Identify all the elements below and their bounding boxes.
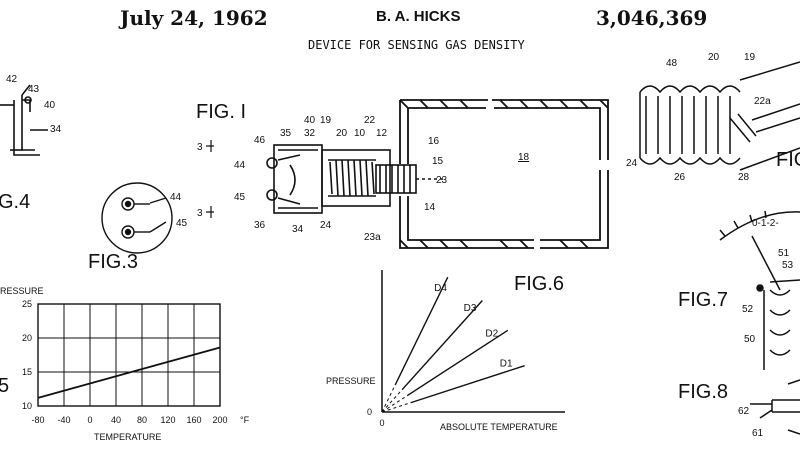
fig1-ref-15: 15 [432, 156, 444, 167]
fig1-housing [266, 144, 446, 214]
fig1-ref-32: 32 [304, 128, 316, 139]
fig8-label: FIG.8 [678, 381, 728, 403]
fig2-ref-24: 24 [626, 158, 638, 169]
fig7-ref-51: 51 [778, 248, 790, 259]
fig5-x-tick-label: -80 [31, 415, 44, 425]
fig4-ref-40: 40 [44, 100, 56, 111]
fig3-ref-44: 44 [170, 192, 182, 203]
fig6-ylabel: PRESSURE [326, 376, 376, 386]
fig1-vessel [399, 99, 609, 249]
fig5-x-tick-label: 200 [212, 415, 227, 425]
fig1-ref-10: 10 [354, 128, 366, 139]
fig4-ref-34: 34 [50, 124, 62, 135]
fig8-ref-61: 61 [752, 428, 764, 439]
fig5-xlabel: TEMPERATURE [94, 432, 161, 442]
fig6-series-label-d4: D4 [434, 283, 447, 294]
fig6-y-tick-label: 0 [367, 407, 372, 417]
fig4-ref-42: 42 [6, 74, 18, 85]
fig2-label: FIG [776, 149, 800, 171]
fig7-ref-53: 53 [782, 260, 794, 271]
fig6-series-label-d1: D1 [500, 358, 513, 369]
fig7-ref-52: 52 [742, 304, 754, 315]
fig7-drawing [719, 210, 800, 370]
patent-title: DEVICE FOR SENSING GAS DENSITY [308, 38, 525, 52]
fig2-ref-19: 19 [744, 52, 756, 63]
fig6-series-line-d3 [401, 300, 483, 391]
fig6-series-line-d3-extrapolated [381, 389, 403, 413]
fig2-ref-48: 48 [666, 58, 678, 69]
fig1-ref-40: 40 [304, 115, 316, 126]
fig5-x-tick-label: 80 [137, 415, 147, 425]
fig5-label: 5 [0, 375, 9, 397]
patent-date: July 24, 1962 [120, 6, 268, 30]
fig6-series-line-d1-extrapolated [381, 402, 411, 413]
fig2-ref-28: 28 [738, 172, 750, 183]
fig1-ref-14: 14 [424, 202, 436, 213]
fig5-y-tick-label: 15 [22, 367, 32, 377]
fig6-series-label-d3: D3 [464, 303, 477, 314]
fig6-series-line-d4 [394, 276, 449, 386]
fig7-label: FIG.7 [678, 289, 728, 311]
fig1-ref-12: 12 [376, 128, 388, 139]
fig4-ref-43: 43 [28, 84, 40, 95]
fig5-x-tick-label: 160 [186, 415, 201, 425]
fig1-ref-24: 24 [320, 220, 332, 231]
fig1-ref-18: 18 [518, 152, 530, 163]
fig5-y-tick-label: 20 [22, 333, 32, 343]
fig1-ref-45: 45 [234, 192, 246, 203]
fig6-xlabel: ABSOLUTE TEMPERATURE [440, 422, 558, 432]
fig1-section-3a: 3 [197, 142, 203, 153]
fig1-section-3b: 3 [197, 208, 203, 219]
fig1-ref-20: 20 [336, 128, 348, 139]
fig4-drawing [0, 84, 48, 156]
fig5-ylabel: PRESSURE [0, 286, 44, 296]
fig3-drawing [101, 182, 173, 254]
fig6-x-tick-label: 0 [379, 418, 384, 428]
fig5-pressure-line [37, 346, 221, 399]
fig2-ref-22a: 22a [754, 96, 771, 107]
fig1-ref-23a: 23a [364, 232, 381, 243]
fig1-label: FIG. I [196, 101, 246, 123]
fig6-series-line-d1 [410, 364, 525, 404]
fig6-series-line-d4-extrapolated [381, 384, 396, 413]
fig5-y-tick-label: 10 [22, 401, 32, 411]
fig6-label: FIG.6 [514, 273, 564, 295]
fig6-series-line-d2 [406, 329, 509, 397]
fig5-x-tick-label: 0 [87, 415, 92, 425]
fig5-y-tick-label: 25 [22, 299, 32, 309]
fig8-drawing [750, 379, 800, 435]
fig1-ref-46: 46 [254, 135, 266, 146]
fig2-ref-20: 20 [708, 52, 720, 63]
fig5-xunit: °F [240, 415, 250, 425]
fig1-ref-22: 22 [364, 115, 376, 126]
fig5-x-tick-label: 120 [160, 415, 175, 425]
inventor-name: B. A. HICKS [376, 8, 461, 25]
fig1-ref-35: 35 [280, 128, 292, 139]
fig8-ref-62: 62 [738, 406, 750, 417]
fig5-x-tick-label: 40 [111, 415, 121, 425]
fig7-dial-scale: 0-1-2- [752, 218, 779, 229]
fig5-x-tick-label: -40 [57, 415, 70, 425]
fig2-drawing [639, 61, 800, 171]
fig1-ref-36: 36 [254, 220, 266, 231]
fig7-ref-50: 50 [744, 334, 756, 345]
patent-number: 3,046,369 [596, 6, 708, 30]
fig4-label: G.4 [0, 191, 30, 213]
fig6-series-label-d2: D2 [485, 328, 498, 339]
fig1-ref-16: 16 [428, 136, 440, 147]
fig6-series-line-d2-extrapolated [381, 395, 408, 413]
fig1-section-markers [206, 140, 214, 218]
fig3-label: FIG.3 [88, 251, 138, 273]
fig3-ref-45: 45 [176, 218, 188, 229]
fig1-ref-44: 44 [234, 160, 246, 171]
fig2-ref-26: 26 [674, 172, 686, 183]
fig1-ref-23: 23 [436, 175, 448, 186]
fig5-pressure-temperature-chart: -80 -40 0 40 80 120 160 200 10 15 20 25 [22, 299, 228, 425]
fig1-ref-34: 34 [292, 224, 304, 235]
fig1-ref-19: 19 [320, 115, 332, 126]
